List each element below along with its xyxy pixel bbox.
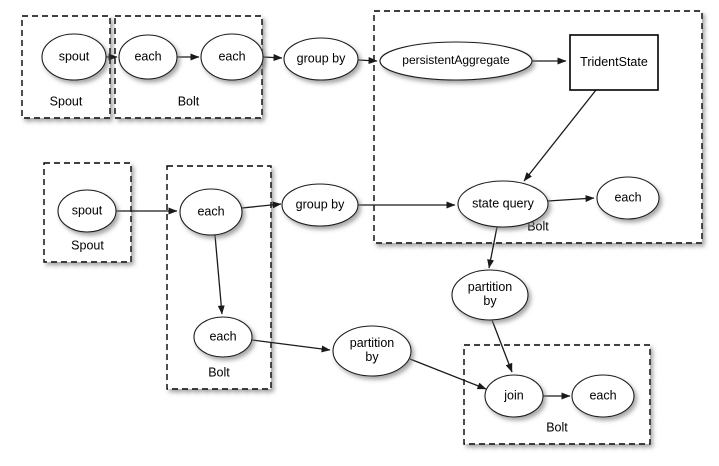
- node-each-top-1[interactable]: each: [118, 34, 178, 80]
- node-label: spout: [59, 49, 90, 63]
- node-label: group by: [297, 51, 346, 65]
- edge-e-partitionlow-join: [409, 358, 487, 390]
- node-shape-ellipse: [57, 189, 117, 233]
- node-label: each: [197, 204, 224, 218]
- node-shape-ellipse: [596, 176, 660, 220]
- group-label: Bolt: [527, 219, 549, 233]
- node-trident-state[interactable]: TridentState: [569, 34, 659, 91]
- edge-e-query-each: [547, 195, 595, 203]
- group-label: Spout: [50, 94, 83, 108]
- node-group-by-top[interactable]: group by: [283, 37, 359, 81]
- node-persistent-aggregate[interactable]: persistentAggregate: [379, 41, 533, 81]
- node-join[interactable]: join: [484, 374, 544, 418]
- edge-e-each2-partition: [251, 339, 331, 353]
- node-label: TridentState: [580, 55, 648, 69]
- node-shape-ellipse: [484, 374, 544, 418]
- node-shape-ellipse: [179, 188, 243, 236]
- node-label: join: [503, 388, 524, 402]
- node-each-mid-1[interactable]: each: [179, 188, 243, 236]
- node-label: each: [589, 388, 616, 402]
- node-shape-ellipse: [457, 180, 549, 228]
- node-shape-ellipse: [200, 33, 264, 81]
- node-shape-ellipse: [332, 325, 412, 377]
- group-label: Bolt: [208, 365, 230, 379]
- node-shape-ellipse: [193, 316, 253, 358]
- node-each-top-2[interactable]: each: [200, 33, 264, 81]
- node-label: each: [134, 49, 161, 63]
- node-shape-ellipse: [281, 183, 359, 227]
- node-shape-ellipse: [571, 374, 635, 418]
- node-shape-ellipse: [379, 41, 533, 81]
- node-label: each: [218, 49, 245, 63]
- node-state-query[interactable]: state query: [457, 180, 549, 228]
- node-label: spout: [72, 203, 103, 217]
- edge-e-groupby-persist: [357, 57, 378, 65]
- node-group-by-mid[interactable]: group by: [281, 183, 359, 227]
- node-spout-mid[interactable]: spout: [57, 189, 117, 233]
- edge-e-eachmid-groupby: [241, 201, 282, 209]
- node-spout-top[interactable]: spout: [41, 33, 107, 81]
- node-shape-ellipse: [451, 269, 529, 321]
- node-each-bottom[interactable]: each: [571, 374, 635, 418]
- node-label: group by: [296, 197, 345, 211]
- group-label: Bolt: [546, 420, 568, 434]
- edge-e-partition-join: [491, 319, 513, 373]
- edge-e-state-statequery: [523, 89, 597, 182]
- node-each-mid-2[interactable]: each: [193, 316, 253, 358]
- node-shape-ellipse: [118, 34, 178, 80]
- edge-e-eachmid-each2: [214, 234, 225, 315]
- node-shape-ellipse: [41, 33, 107, 81]
- group-label: Spout: [71, 238, 104, 252]
- edges-layer: [106, 53, 597, 400]
- node-label: each: [614, 190, 641, 204]
- node-label: persistentAggregate: [402, 53, 510, 67]
- node-label: each: [209, 329, 236, 343]
- edge-e-query-partition: [487, 226, 498, 269]
- edge-e-each2-groupby: [262, 54, 283, 62]
- nodes-layer: spout each each group by persistentAggregate…: [41, 33, 660, 418]
- node-shape-ellipse: [283, 37, 359, 81]
- node-shape-rect: [569, 34, 659, 91]
- group-label: Bolt: [178, 94, 200, 108]
- node-each-right[interactable]: each: [596, 176, 660, 220]
- node-label: state query: [472, 196, 535, 210]
